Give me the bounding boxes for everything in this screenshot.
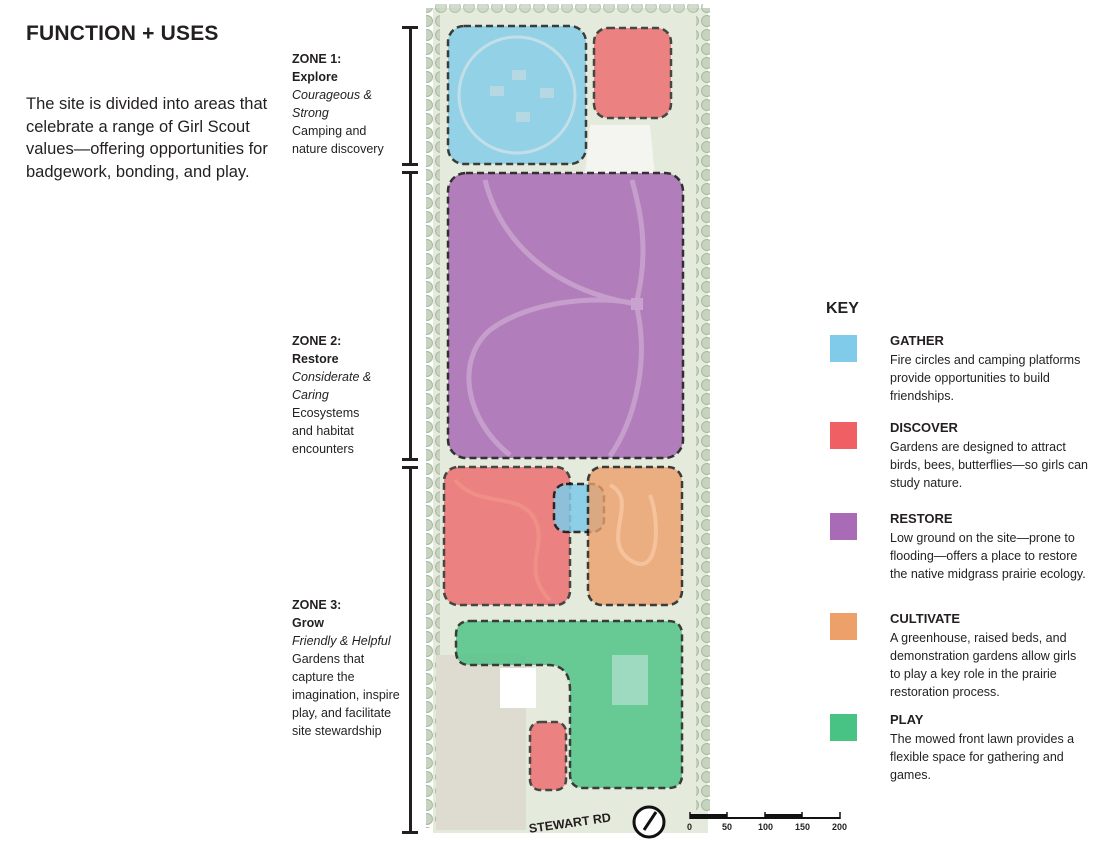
zone-3-desc: Gardens that — [292, 652, 365, 666]
tree-line-left — [426, 8, 440, 828]
zone-2-title: ZONE 2: — [292, 334, 342, 348]
site-plan-map — [426, 4, 710, 839]
zone-3-name: Grow — [292, 616, 324, 630]
zone-2-value-2: Caring — [292, 388, 329, 402]
zone-3-desc-4: play, and facilitate — [292, 706, 392, 720]
zone-2-desc-3: encounters — [292, 442, 354, 456]
zone-2-bracket — [402, 171, 418, 461]
scale-label: 0 — [687, 822, 693, 832]
tree-line-top — [433, 4, 703, 14]
north-arrow-icon — [632, 805, 666, 839]
cultivate-area — [586, 465, 684, 607]
zone-3-label: ZONE 3: Grow Friendly & Helpful Gardens … — [292, 596, 400, 740]
discover-label: DISCOVER — [890, 420, 958, 435]
restore-area — [446, 171, 685, 460]
scale-label: 200 — [832, 822, 848, 832]
discover-area-zone1 — [592, 26, 673, 120]
zone-3-desc-5: site stewardship — [292, 724, 382, 738]
driveway — [585, 125, 655, 175]
scale-label: 100 — [758, 822, 774, 832]
zone-1-desc: Camping and — [292, 124, 367, 138]
tree-line-right — [696, 8, 710, 813]
zone-2-desc-2: and habitat — [292, 424, 354, 438]
intro-text: The site is divided into areas that cele… — [26, 95, 268, 181]
discover-area-zone3 — [442, 465, 572, 607]
greenhouse-building — [612, 655, 648, 705]
zone-3-desc-2: capture the — [292, 670, 355, 684]
gather-swatch — [830, 335, 857, 362]
zone-1-bracket — [402, 26, 418, 166]
existing-building — [500, 668, 536, 708]
play-label: PLAY — [890, 712, 924, 727]
zone-1-title: ZONE 1: — [292, 52, 342, 66]
trail-node — [631, 298, 643, 310]
restore-label: RESTORE — [890, 511, 953, 526]
key-title: KEY — [826, 300, 859, 317]
page-title: FUNCTION + USES — [26, 22, 219, 45]
zone-1-label: ZONE 1: Explore Courageous & Strong Camp… — [292, 50, 400, 158]
zone-1-desc-2: nature discovery — [292, 142, 384, 156]
cultivate-swatch — [830, 613, 857, 640]
zone-1-name: Explore — [292, 70, 338, 84]
restore-desc: Low ground on the site—prone to flooding… — [890, 531, 1086, 581]
discover-swatch — [830, 422, 857, 449]
gather-label: GATHER — [890, 333, 944, 348]
zone-2-name: Restore — [292, 352, 339, 366]
restore-trails — [466, 179, 646, 458]
scale-bar — [689, 812, 841, 819]
gather-area-zone1 — [446, 24, 588, 166]
discover-desc: Gardens are designed to attract birds, b… — [890, 440, 1089, 490]
scale-label: 50 — [722, 822, 733, 832]
camping-platforms — [490, 70, 554, 122]
cultivate-label: CULTIVATE — [890, 611, 961, 626]
zone-1-value: Courageous & — [292, 88, 372, 102]
cultivate-garden-path — [608, 483, 658, 566]
scale-label: 150 — [795, 822, 811, 832]
zone-2-value: Considerate & — [292, 370, 372, 384]
discover-area-entry — [528, 720, 568, 792]
zone-3-value: Friendly & Helpful — [292, 634, 391, 648]
gather-desc: Fire circles and camping platforms provi… — [890, 353, 1081, 403]
zone-2-label: ZONE 2: Restore Considerate & Caring Eco… — [292, 332, 400, 458]
play-desc: The mowed front lawn provides a flexible… — [890, 732, 1075, 782]
zone-2-desc: Ecosystems — [292, 406, 360, 420]
play-swatch — [830, 714, 857, 741]
zone-1-value-2: Strong — [292, 106, 329, 120]
cultivate-desc: A greenhouse, raised beds, and demonstra… — [890, 631, 1077, 699]
fire-circle — [457, 35, 577, 155]
zone-3-title: ZONE 3: — [292, 598, 342, 612]
zone-3-desc-3: imagination, inspire — [292, 688, 400, 702]
discover-garden-path — [453, 478, 552, 602]
zone-3-bracket — [402, 466, 418, 834]
restore-swatch — [830, 513, 857, 540]
